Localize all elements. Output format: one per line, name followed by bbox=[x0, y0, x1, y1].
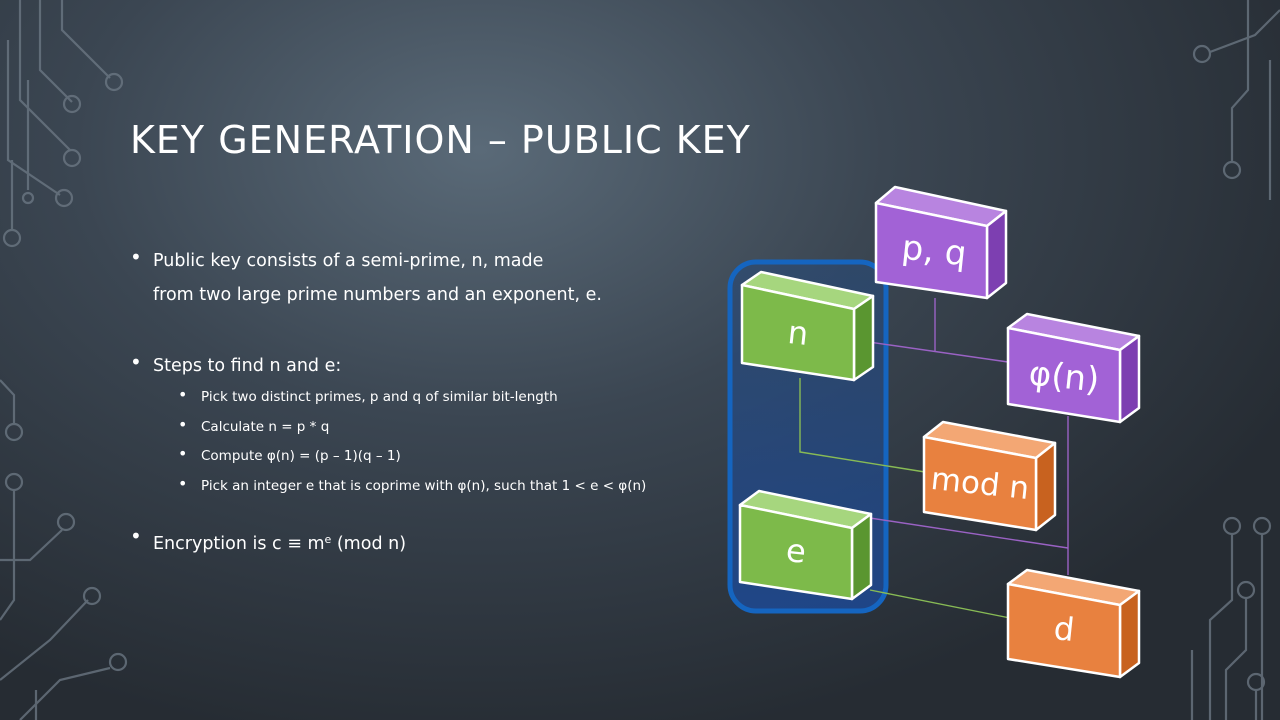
step-pick-primes: Pick two distinct primes, p and q of sim… bbox=[130, 380, 720, 413]
box-n: n bbox=[740, 270, 875, 382]
connector-lines bbox=[799, 298, 1069, 619]
box-phi: φ(n) bbox=[1006, 312, 1141, 424]
box-n-label: n bbox=[786, 313, 810, 353]
public-key-line2: from two large prime numbers and an expo… bbox=[153, 285, 602, 305]
box-d: d bbox=[1006, 568, 1141, 679]
bullet-list: Public key consists of a semi-prime, n, … bbox=[130, 240, 720, 561]
encryption-suffix: (mod n) bbox=[331, 534, 407, 554]
box-phi-label: φ(n) bbox=[1027, 353, 1101, 400]
bullet-public-key: Public key consists of a semi-prime, n, … bbox=[130, 240, 720, 312]
step-compute-phi: Compute φ(n) = (p – 1)(q – 1) bbox=[130, 439, 720, 472]
box-pq-label: p, q bbox=[900, 228, 969, 275]
bullet-steps-heading: Steps to find n and e: bbox=[130, 345, 720, 383]
encryption-prefix: Encryption is c ≡ m bbox=[153, 534, 325, 554]
box-pq: p, q bbox=[874, 185, 1008, 300]
step-pick-e: Pick an integer e that is coprime with φ… bbox=[130, 469, 720, 502]
box-modn: mod n bbox=[922, 420, 1057, 532]
box-e-label: e bbox=[784, 531, 808, 571]
public-key-line1: Public key consists of a semi-prime, n, … bbox=[153, 251, 544, 271]
encryption-exponent: e bbox=[324, 533, 332, 546]
step-calculate-n: Calculate n = p * q bbox=[130, 410, 720, 443]
box-d-label: d bbox=[1052, 609, 1076, 649]
box-e: e bbox=[738, 489, 873, 601]
bullet-encryption: Encryption is c ≡ me (mod n) bbox=[130, 519, 720, 561]
slide-title: KEY GENERATION – PUBLIC KEY bbox=[130, 118, 751, 162]
